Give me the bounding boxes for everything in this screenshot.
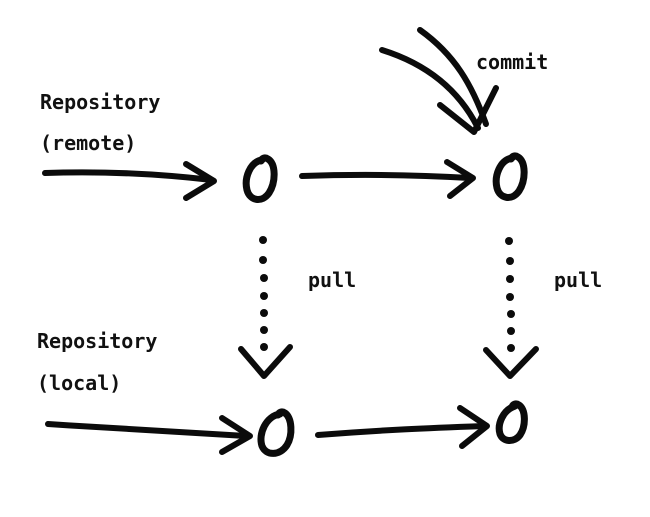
commit-arrow [379,27,499,135]
remote-commit-node-1 [242,154,278,203]
commit-label: commit [476,50,549,74]
local-repository-sublabel: (local) [37,371,122,395]
local-incoming-arrow [45,415,253,455]
remote-commit-node-2 [492,152,528,201]
local-repository-label: Repository [37,329,158,353]
remote-incoming-arrow [42,161,217,201]
remote-link-arrow [299,159,476,199]
pull-arrow-right [483,237,539,379]
local-commit-node-2 [495,400,528,444]
pull-label-left: pull [308,268,357,292]
remote-repository-label: Repository [40,90,161,114]
pull-label-right: pull [554,268,603,292]
local-link-arrow [315,405,490,449]
remote-repository-sublabel: (remote) [40,131,137,155]
local-commit-node-1 [257,408,295,457]
pull-arrow-left [238,236,293,379]
